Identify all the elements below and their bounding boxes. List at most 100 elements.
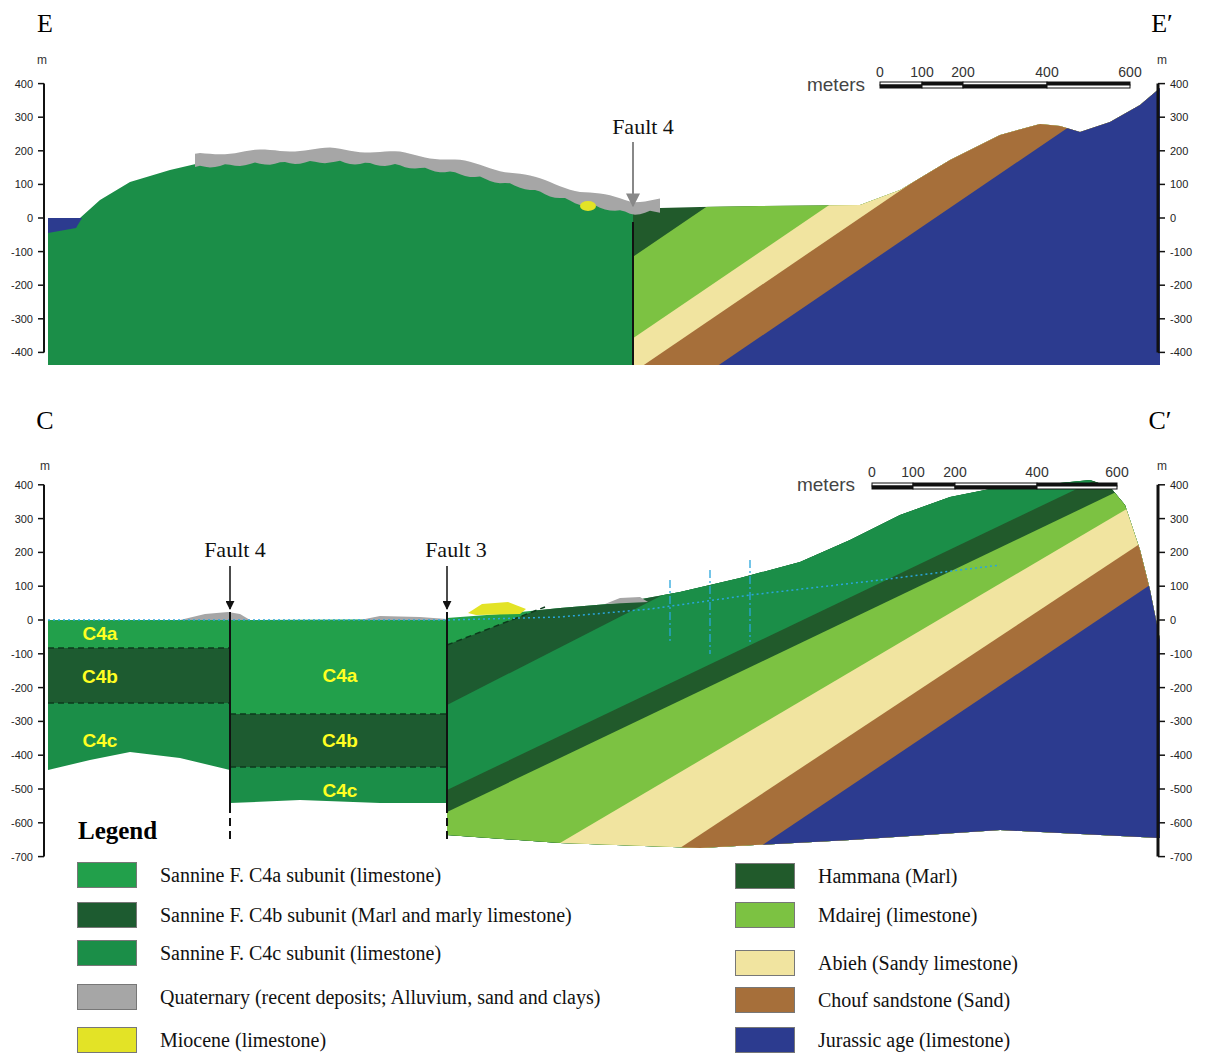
section-end-label: E′ [1151, 11, 1173, 37]
axis-tick [1158, 150, 1165, 152]
axis-tick [38, 619, 44, 621]
axis-tick [38, 217, 44, 219]
legend-swatch [77, 902, 137, 928]
axis-tick-label: -100 [11, 246, 33, 257]
axis-tick [1158, 856, 1165, 858]
section-end-label: C′ [1148, 408, 1171, 434]
subunit-boundary [48, 647, 230, 649]
scale-number: 200 [943, 465, 966, 479]
fault-label: Fault 4 [204, 539, 266, 561]
axis-tick-label: -700 [11, 851, 33, 862]
axis-unit: m [1157, 460, 1167, 472]
axis-tick-label: -100 [1170, 246, 1192, 257]
scale-segment [963, 85, 1047, 88]
axis-tick-label: -500 [1170, 784, 1192, 795]
legend-swatch [735, 987, 795, 1013]
legend-text: Chouf sandstone (Sand) [818, 990, 1010, 1010]
subunit-label: C4a [83, 624, 118, 643]
scale-unit: meters [807, 75, 865, 94]
legend-text: Sannine F. C4c subunit (limestone) [160, 943, 441, 963]
axis-tick [1158, 83, 1165, 85]
scale-number: 400 [1035, 65, 1058, 79]
legend-swatch [77, 862, 137, 888]
axis-tick [38, 484, 44, 486]
legend-swatch [735, 1027, 795, 1053]
axis-tick-label: -600 [1170, 817, 1192, 828]
axis-tick-label: 100 [15, 581, 33, 592]
axis-tick [1158, 352, 1165, 354]
axis-tick [1158, 754, 1165, 756]
fault-pointer [446, 566, 448, 609]
rock-block [220, 600, 460, 820]
dipping-layer [0, 287, 1206, 1059]
axis-tick-label: 0 [1170, 615, 1176, 626]
axis-tick-label: -300 [11, 716, 33, 727]
legend-text: Miocene (limestone) [160, 1030, 326, 1050]
legend-text: Jurassic age (limestone) [818, 1030, 1010, 1050]
axis-tick [38, 653, 44, 655]
fault-line-inferred [446, 805, 448, 840]
axis-tick-label: 200 [15, 547, 33, 558]
scale-segment [1047, 85, 1130, 88]
axis-tick-label: -500 [11, 784, 33, 795]
scale-number: 100 [901, 465, 924, 479]
axis-tick-label: 400 [1170, 78, 1188, 89]
axis-tick [1158, 822, 1165, 824]
subunit-label: C4c [83, 731, 118, 750]
subunit-label: C4c [323, 781, 358, 800]
axis-tick [38, 822, 44, 824]
fault-pointer [229, 566, 231, 609]
c4a-limestone [0, 600, 240, 648]
axis-tick-label: 300 [15, 513, 33, 524]
water-table [48, 565, 1000, 620]
c4c-limestone [0, 0, 700, 400]
subunit-boundary [230, 713, 447, 715]
axis-tick-label: 0 [1170, 213, 1176, 224]
quaternary-cover [195, 148, 660, 215]
axis-unit: m [40, 460, 50, 472]
axis-tick [1158, 619, 1165, 621]
axis-tick [38, 518, 44, 520]
subunit-label: C4b [82, 667, 118, 686]
quaternary-cover [605, 597, 648, 604]
fault-pointer [632, 142, 634, 206]
fault-line [446, 612, 448, 805]
subunit-boundary [230, 766, 447, 768]
legend-heading: Legend [78, 818, 157, 843]
axis-tick-label: -200 [1170, 280, 1192, 291]
axis-tick-label: 0 [27, 213, 33, 224]
subunit-label: C4b [322, 731, 358, 750]
axis-tick [38, 552, 44, 554]
well-line [669, 580, 670, 642]
legend-text: Quaternary (recent deposits; Alluvium, s… [160, 987, 600, 1007]
axis-tick [38, 687, 44, 689]
c4c-limestone [0, 703, 240, 800]
legend-text: Abieh (Sandy limestone) [818, 953, 1018, 973]
axis-tick-label: 100 [1170, 179, 1188, 190]
axis-tick [38, 856, 44, 858]
axis-tick [1158, 653, 1165, 655]
axis-tick [1158, 518, 1165, 520]
legend-swatch [735, 863, 795, 889]
scale-number: 400 [1025, 465, 1048, 479]
c4a-limestone [220, 600, 460, 714]
axis-tick-label: 200 [15, 145, 33, 156]
axis-tick [1158, 721, 1165, 723]
axis-tick [1158, 116, 1165, 118]
subunit-label: C4a [323, 666, 358, 685]
scale-number: 100 [910, 65, 933, 79]
axis-tick-label: -300 [1170, 716, 1192, 727]
axis-unit: m [37, 54, 47, 66]
axis-tick [1158, 788, 1165, 790]
axis-tick [38, 721, 44, 723]
dipping-layer [0, 309, 1206, 1059]
legend-swatch [77, 1027, 137, 1053]
legend-text: Hammana (Marl) [818, 866, 957, 886]
c4b-marl [0, 648, 240, 703]
